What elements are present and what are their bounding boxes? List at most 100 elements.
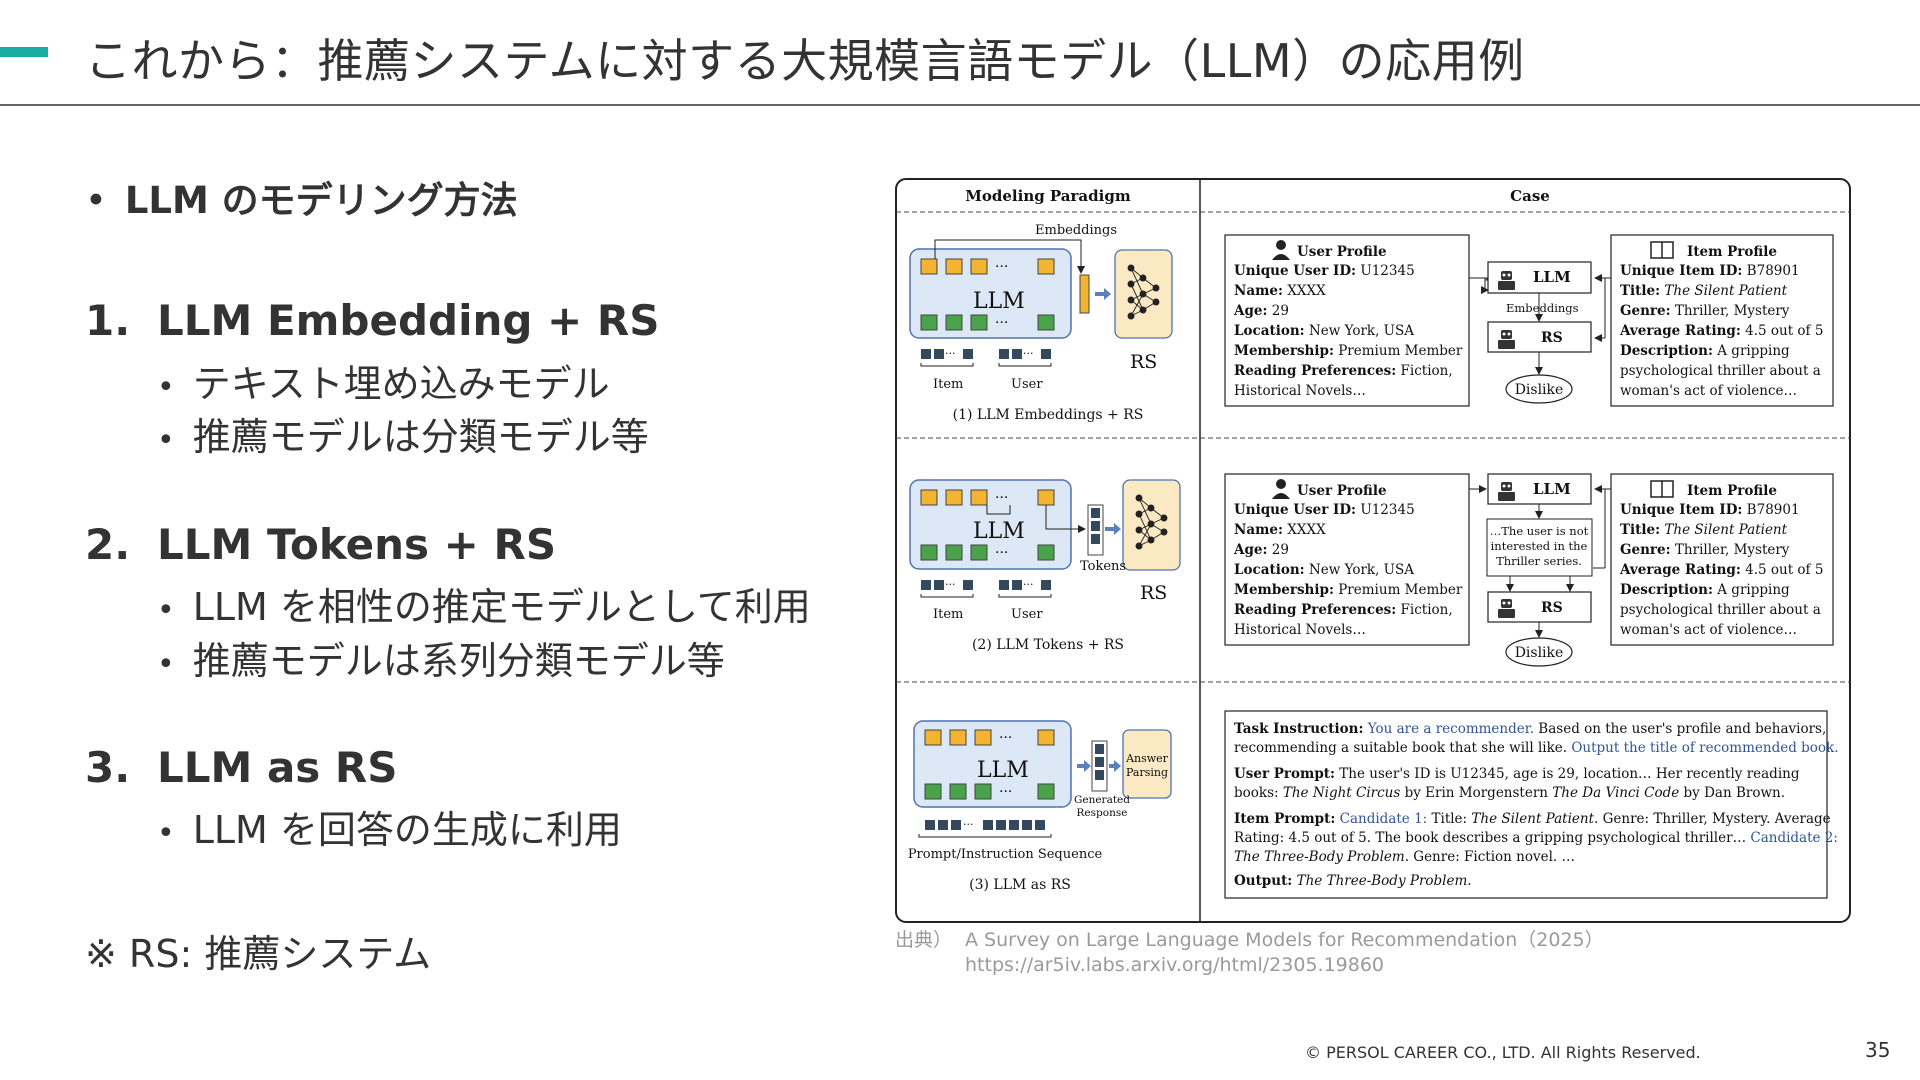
user-icon bbox=[1272, 479, 1290, 499]
method-2-number: 2. bbox=[85, 520, 131, 569]
source-title: A Survey on Large Language Models for Re… bbox=[965, 929, 1604, 951]
rs-footnote: ※ RS: 推薦システム bbox=[85, 932, 432, 976]
profile-line: Historical Novels… bbox=[1234, 622, 1366, 638]
ellipsis: ··· bbox=[999, 784, 1012, 800]
token-green bbox=[1037, 314, 1055, 331]
token-cell bbox=[1095, 757, 1104, 767]
input-square bbox=[921, 349, 931, 359]
slide-title: これから：推薦システムに対する大規模言語モデル（LLM）の応用例 bbox=[85, 34, 1525, 88]
method-2-label: LLM Tokens + RS bbox=[157, 520, 557, 569]
input-square bbox=[963, 580, 973, 590]
item-profile-title: Item Profile bbox=[1687, 244, 1777, 260]
col-header-modeling-paradigm: Modeling Paradigm bbox=[965, 187, 1131, 205]
col-header-case: Case bbox=[1510, 187, 1550, 205]
network-icon bbox=[1127, 264, 1160, 320]
source-label: 出典） bbox=[895, 929, 953, 951]
profile-line: Title: The Silent Patient bbox=[1620, 522, 1788, 538]
profile-line: Average Rating: 4.5 out of 5 bbox=[1619, 323, 1823, 339]
profile-line: Age: 29 bbox=[1233, 303, 1289, 319]
user-profile-title: User Profile bbox=[1297, 244, 1387, 260]
profile-line: psychological thriller about a bbox=[1620, 363, 1821, 379]
book-icon bbox=[1650, 480, 1674, 498]
robot-icon bbox=[1498, 482, 1515, 501]
input-square bbox=[999, 580, 1009, 590]
llm-box-label: LLM bbox=[1533, 480, 1571, 498]
output-line: Thriller series. bbox=[1496, 554, 1582, 568]
input-square bbox=[999, 349, 1009, 359]
token-green bbox=[920, 314, 938, 331]
token-green bbox=[924, 783, 942, 800]
heading-text: LLM のモデリング方法 bbox=[124, 179, 518, 222]
output-line: Output: The Three-Body Problem. bbox=[1234, 873, 1472, 889]
profile-line: Location: New York, USA bbox=[1234, 323, 1414, 339]
generated-label: Generated bbox=[1074, 794, 1130, 806]
token-cell bbox=[1095, 770, 1104, 780]
profile-line: Unique User ID: U12345 bbox=[1234, 263, 1415, 279]
ellipsis: ··· bbox=[999, 730, 1012, 746]
robot-icon bbox=[1498, 330, 1515, 349]
method-3: 3.LLM as RS bbox=[85, 743, 398, 792]
token-yellow bbox=[920, 489, 938, 506]
embeddings-text: Embeddings bbox=[1506, 301, 1579, 315]
arrowhead bbox=[1084, 760, 1091, 772]
paradigm-2: ··· LLM ··· Tokens RS bbox=[909, 479, 1181, 653]
token-yellow bbox=[924, 729, 942, 746]
profile-line: woman's act of violence… bbox=[1620, 622, 1797, 638]
output-line: …The user is not bbox=[1490, 524, 1589, 538]
paradigm-figure: Modeling Paradigm Case Embeddings ··· LL… bbox=[895, 178, 1851, 924]
item-label: Item bbox=[933, 377, 963, 392]
item-profile-title: Item Profile bbox=[1687, 483, 1777, 499]
item-prompt-line-2: Rating: 4.5 out of 5. The book describes… bbox=[1234, 830, 1838, 846]
profile-line: Genre: Thriller, Mystery bbox=[1620, 303, 1790, 319]
caption-3: (3) LLM as RS bbox=[969, 877, 1071, 893]
ellipsis: ··· bbox=[995, 490, 1008, 506]
method-1-sub-1-text: テキスト埋め込みモデル bbox=[192, 362, 610, 406]
input-square bbox=[934, 580, 944, 590]
case-1: User Profile Unique User ID: U12345 Name… bbox=[1224, 234, 1834, 407]
source-citation: 出典） A Survey on Large Language Models for… bbox=[895, 928, 1604, 978]
ellipsis: ··· bbox=[995, 259, 1008, 275]
token-green bbox=[949, 783, 967, 800]
heading-bullet: • LLM のモデリング方法 bbox=[85, 170, 518, 224]
answer-parsing-block bbox=[1122, 729, 1172, 799]
robot-icon bbox=[1498, 271, 1515, 290]
ellipsis: ··· bbox=[945, 347, 956, 360]
profile-line: Unique Item ID: B78901 bbox=[1620, 502, 1800, 518]
input-square bbox=[938, 820, 948, 830]
llm-label: LLM bbox=[977, 758, 1029, 783]
arrowhead bbox=[1104, 288, 1111, 300]
user-label: User bbox=[1011, 377, 1043, 392]
llm-box-label: LLM bbox=[1533, 268, 1571, 286]
parsing-label: Parsing bbox=[1126, 766, 1168, 779]
network-icon bbox=[1135, 494, 1168, 550]
bullet-dot: • bbox=[85, 179, 107, 222]
input-square bbox=[1041, 580, 1051, 590]
user-icon bbox=[1272, 240, 1290, 260]
profile-line: Description: A gripping bbox=[1620, 343, 1790, 359]
token-green bbox=[1037, 783, 1055, 800]
robot-icon bbox=[1498, 599, 1515, 618]
input-square bbox=[934, 349, 944, 359]
method-2-sub-2: •推薦モデルは系列分類モデル等 bbox=[157, 630, 725, 685]
arrowhead bbox=[1114, 523, 1121, 535]
rs-box-label: RS bbox=[1541, 330, 1563, 346]
method-2-sub-1-text: LLM を相性の推定モデルとして利用 bbox=[192, 585, 811, 629]
user-bracket bbox=[998, 594, 1052, 598]
profile-line: Location: New York, USA bbox=[1234, 562, 1414, 578]
title-accent-bar bbox=[0, 47, 48, 57]
user-profile-title: User Profile bbox=[1297, 483, 1387, 499]
token-green bbox=[1037, 544, 1055, 561]
copyright: © PERSOL CAREER CO., LTD. All Rights Res… bbox=[1305, 1043, 1701, 1062]
item-bracket bbox=[920, 594, 974, 598]
connector bbox=[986, 505, 1011, 515]
ellipsis: ··· bbox=[963, 818, 974, 831]
rs-label: RS bbox=[1130, 351, 1157, 373]
source-link[interactable]: https://ar5iv.labs.arxiv.org/html/2305.1… bbox=[965, 954, 1385, 976]
method-2-sub-1: •LLM を相性の推定モデルとして利用 bbox=[157, 576, 811, 631]
tokens-label: Tokens bbox=[1080, 559, 1126, 574]
paradigm-1: Embeddings ··· LLM ··· RS bbox=[909, 223, 1173, 423]
dislike-label: Dislike bbox=[1515, 645, 1564, 661]
token-cell bbox=[1091, 508, 1100, 518]
paradigm-diagram: Modeling Paradigm Case Embeddings ··· LL… bbox=[895, 178, 1851, 923]
profile-line: psychological thriller about a bbox=[1620, 602, 1821, 618]
